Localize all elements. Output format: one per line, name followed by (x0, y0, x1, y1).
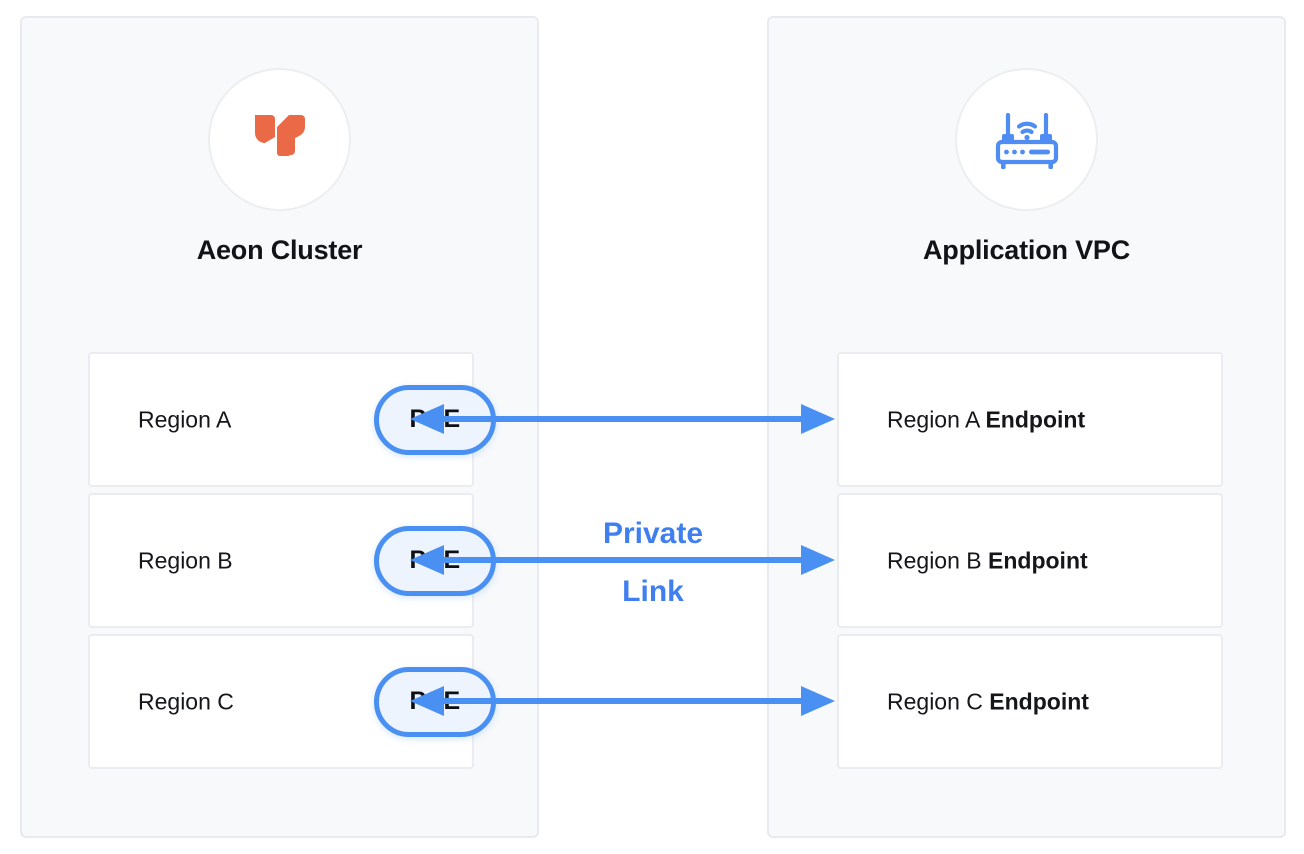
region-row-c[interactable]: Region C PSE (88, 634, 496, 769)
endpoint-c-prefix: Region C (887, 688, 990, 714)
region-b-label: Region B (138, 547, 233, 573)
endpoint-c-bold: Endpoint (989, 688, 1089, 714)
aeon-cluster-header: Aeon Cluster (22, 68, 537, 264)
region-a-label: Region A (138, 406, 232, 432)
aeon-cluster-panel: Aeon Cluster Region A PSE Region B PSE R… (20, 16, 539, 838)
aeon-logo-icon (208, 68, 351, 211)
region-row-a[interactable]: Region A PSE (88, 352, 496, 487)
private-link-arrow-a (410, 404, 835, 434)
aeon-cluster-title: Aeon Cluster (196, 235, 363, 265)
region-row-b[interactable]: Region B PSE (88, 493, 496, 628)
endpoint-b-prefix: Region B (887, 547, 989, 573)
application-vpc-title: Application VPC (922, 235, 1130, 265)
endpoint-row-c[interactable]: Region C Endpoint (837, 634, 1223, 769)
private-link-arrow-c (410, 686, 835, 716)
endpoint-a-label: Region A Endpoint (887, 408, 1085, 431)
endpoint-row-a[interactable]: Region A Endpoint (837, 352, 1223, 487)
endpoint-a-bold: Endpoint (985, 406, 1086, 432)
endpoint-b-bold: Endpoint (988, 547, 1088, 573)
region-c-label: Region C (138, 688, 234, 714)
private-link-arrow-b (410, 545, 835, 575)
router-wifi-icon (955, 68, 1098, 211)
application-vpc-panel: Application VPC Region A Endpoint Region… (767, 16, 1286, 838)
application-vpc-header: Application VPC (769, 68, 1284, 264)
endpoint-row-b[interactable]: Region B Endpoint (837, 493, 1223, 628)
endpoint-c-label: Region C Endpoint (887, 690, 1089, 713)
endpoint-a-prefix: Region A (887, 406, 986, 432)
endpoint-b-label: Region B Endpoint (887, 549, 1088, 572)
